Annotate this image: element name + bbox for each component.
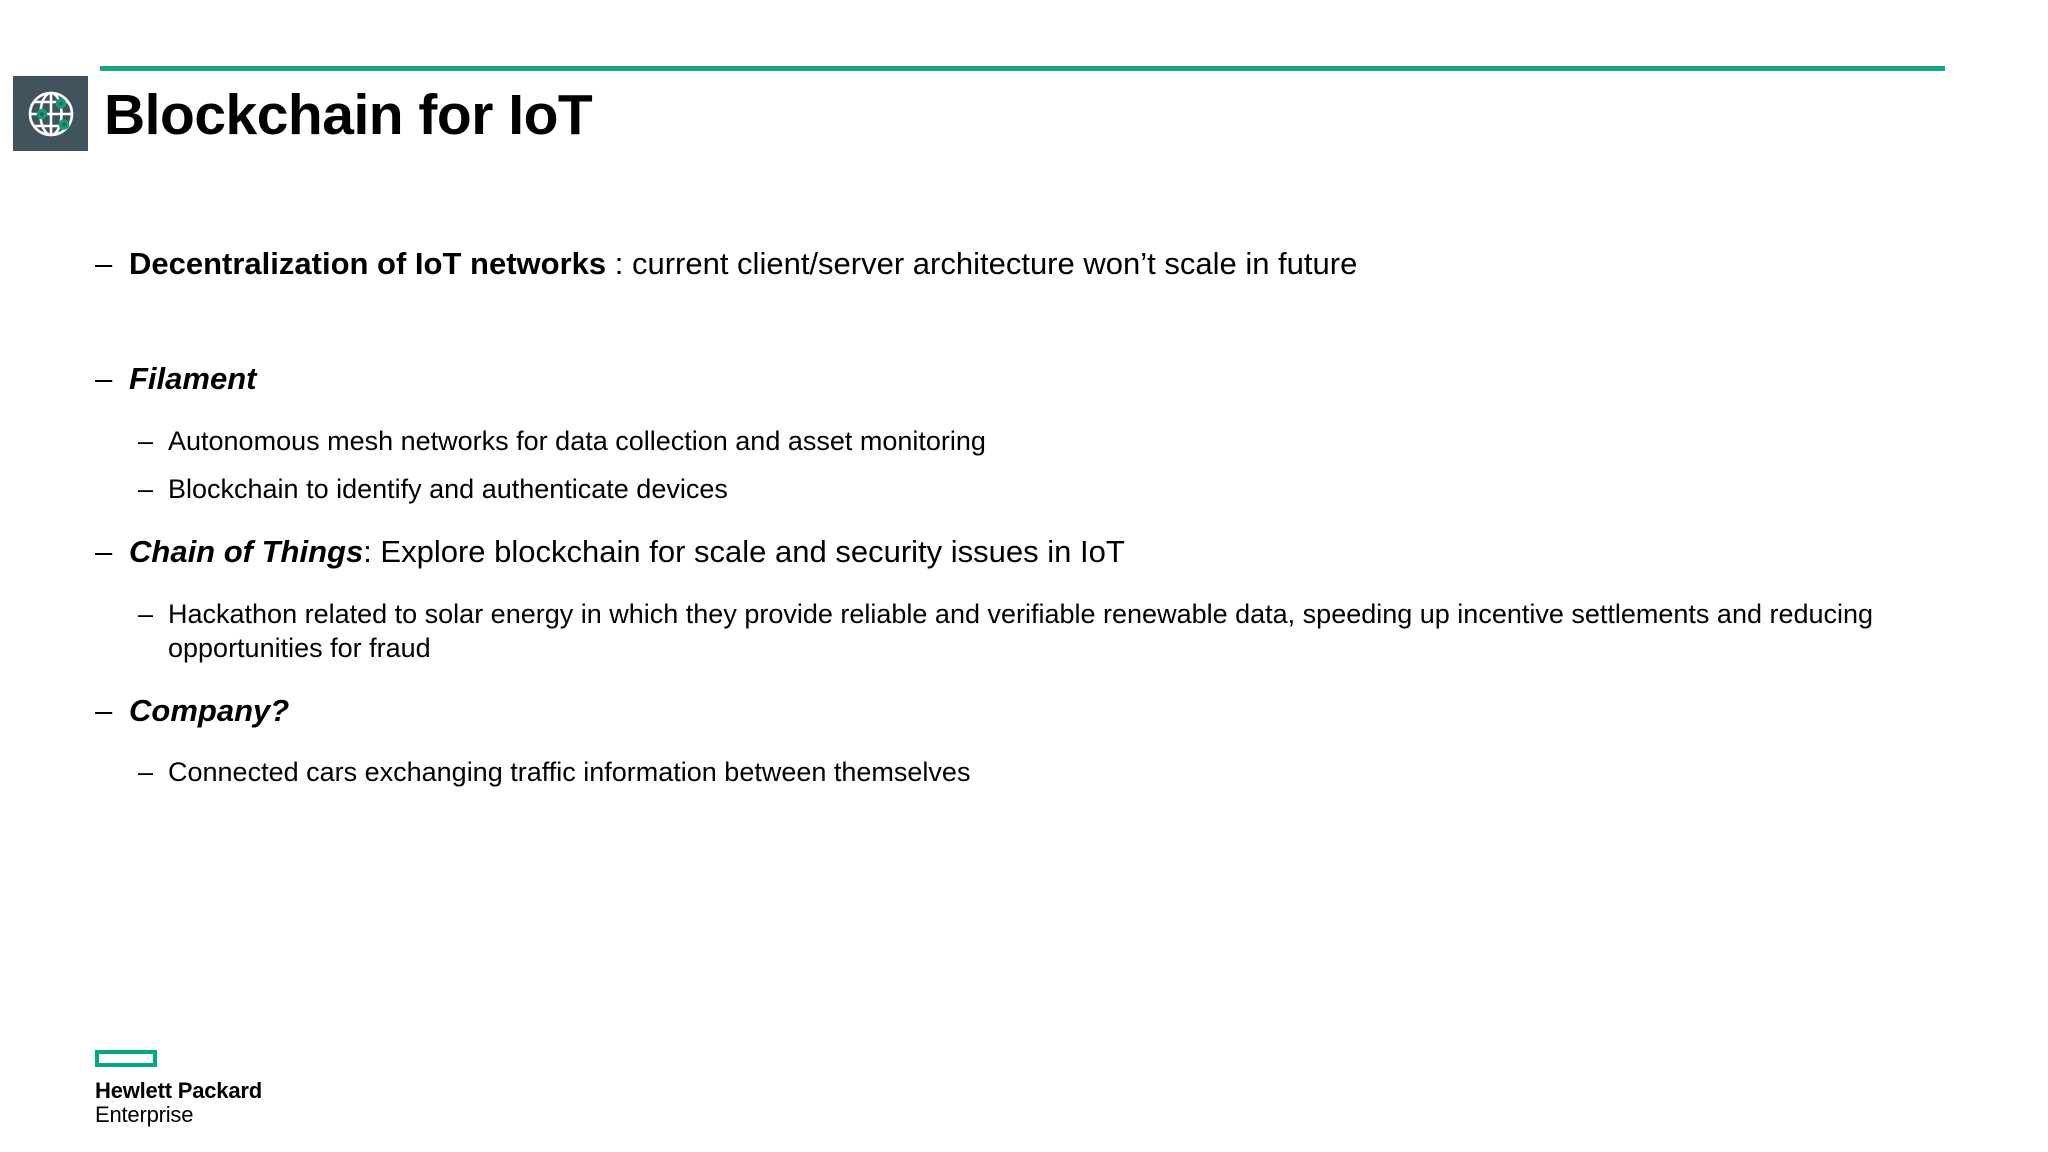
sub-bullet-text: Autonomous mesh networks for data collec… [168, 425, 986, 456]
sub-bullet-dash: – [138, 757, 154, 788]
bullet-decentralization: – Decentralization of IoT networks : cur… [95, 245, 1985, 283]
bullet-bold-lead: Decentralization of IoT networks [129, 246, 607, 281]
page-title: Blockchain for IoT [104, 82, 593, 147]
bullet-text: Company? [129, 692, 1985, 730]
bullet-bold-lead: Filament [129, 360, 257, 396]
spacer [95, 283, 1985, 360]
bullet-rest: : current client/server architecture won… [606, 246, 1358, 281]
hpe-logo-name: Hewlett Packard [95, 1078, 262, 1103]
sub-bullet-text: Hackathon related to solar energy in whi… [168, 598, 1874, 664]
bullet-text: Filament [129, 360, 1985, 398]
bullet-dash: – [95, 360, 113, 396]
spacer [95, 458, 1985, 472]
spacer [95, 571, 1985, 597]
slide-body: – Decentralization of IoT networks : cur… [95, 245, 1985, 790]
bullet-bold-lead: Company? [129, 692, 290, 728]
bullet-text: Decentralization of IoT networks : curre… [129, 245, 1985, 283]
list-item: – Autonomous mesh networks for data coll… [138, 424, 1985, 459]
hpe-logo: Hewlett Packard Enterprise [95, 1050, 335, 1127]
list-item: – Hackathon related to solar energy in w… [138, 597, 1985, 666]
hpe-logo-sub: Enterprise [95, 1101, 194, 1127]
bullet-dash: – [95, 533, 113, 569]
bullet-company: – Company? [95, 692, 1985, 730]
sub-bullet-text: Connected cars exchanging traffic inform… [168, 757, 971, 788]
spacer [95, 507, 1985, 533]
hpe-logo-bar-icon [95, 1050, 157, 1067]
bullet-dash: – [95, 692, 113, 728]
bullet-dash: – [95, 246, 113, 281]
globe-network-icon [13, 76, 88, 151]
bullet-text: Chain of Things: Explore blockchain for … [129, 533, 1985, 571]
spacer [95, 729, 1985, 755]
spacer [95, 398, 1985, 424]
bullet-bold-lead: Chain of Things [129, 533, 364, 569]
spacer [95, 666, 1985, 692]
list-item: – Blockchain to identify and authenticat… [138, 472, 1985, 507]
list-item: – Connected cars exchanging traffic info… [138, 755, 1985, 790]
sub-bullet-dash: – [138, 598, 154, 629]
bullet-chain-of-things: – Chain of Things: Explore blockchain fo… [95, 533, 1985, 571]
sub-bullet-text: Blockchain to identify and authenticate … [168, 474, 728, 505]
bullet-rest: : Explore blockchain for scale and secur… [363, 533, 1125, 569]
header-accent-rule [100, 66, 1945, 71]
sub-bullet-dash: – [138, 425, 154, 456]
bullet-filament: – Filament [95, 360, 1985, 398]
sub-bullet-dash: – [138, 474, 154, 505]
